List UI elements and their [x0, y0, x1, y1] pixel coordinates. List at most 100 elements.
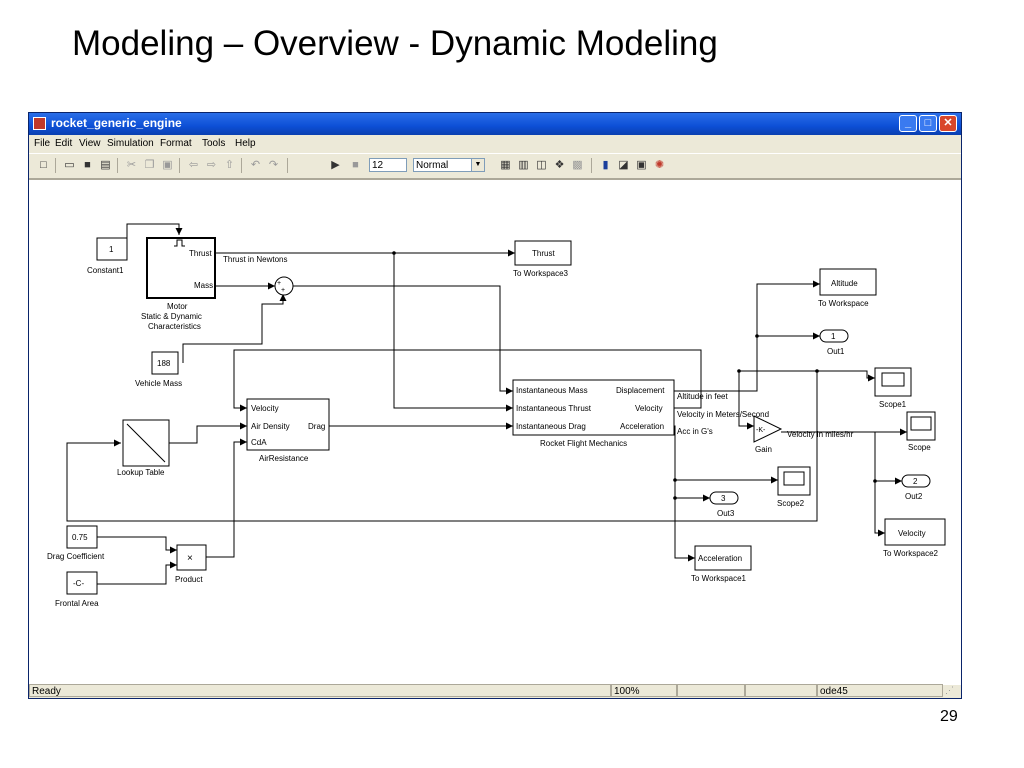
scope1-label: Scope1	[879, 400, 907, 409]
sum-block[interactable]	[274, 276, 294, 296]
menu-edit[interactable]: Edit	[55, 138, 73, 149]
update-diagram-icon[interactable]: ◫	[536, 159, 547, 171]
product-block[interactable]	[176, 544, 207, 571]
air-resistance-block[interactable]	[246, 398, 330, 451]
constant1-value: 1	[109, 245, 114, 254]
resize-grip-icon[interactable]: ⋰	[945, 685, 954, 695]
menu-format[interactable]: Format	[160, 138, 192, 149]
model-canvas[interactable]: 1 Constant1 Thrust Mass Motor Static & D…	[29, 179, 961, 685]
signal-lines	[66, 223, 907, 585]
signal-acceleration	[674, 425, 695, 562]
signal-thrust-to-rfm	[393, 253, 513, 412]
velocity-workspace-block[interactable]	[884, 518, 946, 546]
out3-port[interactable]	[709, 491, 739, 505]
acceleration-workspace-block[interactable]	[694, 545, 752, 571]
up-arrow-icon[interactable]: ⇧	[224, 159, 235, 171]
status-empty-1	[677, 684, 745, 697]
frontal-area-block[interactable]	[66, 571, 98, 595]
model-explorer-icon[interactable]: ❖	[554, 159, 565, 171]
maximize-button[interactable]: □	[919, 115, 937, 132]
scope-screen-icon	[783, 471, 805, 486]
stop-time-input[interactable]: 12	[369, 158, 407, 172]
library-browser-icon[interactable]: ▥	[518, 159, 529, 171]
velocity-ms-signal-label: Velocity in Meters/Second	[677, 410, 769, 419]
stop-simulation-icon[interactable]: ■	[352, 159, 359, 171]
chevron-down-icon[interactable]: ▼	[471, 159, 484, 171]
sum-plus-signs: +	[277, 280, 281, 287]
close-button[interactable]: ✕	[939, 115, 957, 132]
menu-help[interactable]: Help	[235, 138, 256, 149]
signal-dragcoeff-to-product	[97, 536, 177, 554]
subsystem-icon[interactable]: ▮	[602, 159, 609, 171]
lookup-table-label: Lookup Table	[117, 468, 165, 477]
rfm-mass-port: Instantaneous Mass	[516, 386, 588, 395]
cut-icon[interactable]: ✂	[126, 159, 137, 171]
rfm-drag-port: Instantaneous Drag	[516, 422, 586, 431]
minimize-button[interactable]: _	[899, 115, 917, 132]
scope-screen-icon	[910, 416, 932, 431]
air-resistance-label: AirResistance	[259, 454, 309, 463]
drag-coefficient-block[interactable]	[66, 525, 98, 549]
gain-block[interactable]	[753, 415, 783, 443]
motor-mass-port: Mass	[194, 281, 213, 290]
window-title: rocket_generic_engine	[51, 116, 182, 130]
scope-label: Scope	[908, 443, 931, 452]
gain-label: Gain	[755, 445, 772, 454]
simulink-app-icon	[33, 117, 46, 130]
simulink-window: rocket_generic_engine _ □ ✕ File Edit Vi…	[28, 112, 962, 699]
to-workspace3-block[interactable]	[514, 240, 572, 266]
menu-simulation[interactable]: Simulation	[107, 138, 154, 149]
print-icon[interactable]: ▤	[100, 159, 111, 171]
vehicle-mass-value: 188	[157, 359, 171, 368]
motor-block[interactable]	[146, 237, 216, 299]
menu-bar: File Edit View Simulation Format Tools H…	[29, 136, 961, 152]
start-simulation-icon[interactable]: ▶	[331, 159, 340, 171]
motor-label-line2: Static & Dynamic	[141, 312, 202, 321]
pulse-icon	[174, 239, 185, 247]
out2-port[interactable]	[901, 474, 931, 488]
save-icon[interactable]: ■	[84, 159, 91, 171]
debugger-icon[interactable]: ✺	[654, 159, 665, 171]
status-empty-2	[745, 684, 817, 697]
signal-altitude	[674, 280, 820, 392]
undo-icon[interactable]: ↶	[250, 159, 261, 171]
rocket-flight-mechanics-block[interactable]	[512, 379, 675, 436]
vehicle-mass-block[interactable]	[151, 351, 179, 375]
signal-area-to-product	[97, 561, 177, 585]
debug-icon[interactable]: ▩	[572, 159, 583, 171]
build-model-icon[interactable]: ▦	[500, 159, 511, 171]
toolbar-separator	[55, 158, 56, 173]
paste-icon[interactable]: ▣	[162, 159, 173, 171]
velocity-mph-signal-label: Velocity in miles/hr	[787, 430, 854, 439]
new-model-icon[interactable]: □	[40, 159, 47, 171]
scope-viewer-icon[interactable]: ▣	[636, 159, 647, 171]
menu-tools[interactable]: Tools	[202, 138, 226, 149]
window-titlebar[interactable]: rocket_generic_engine _ □ ✕	[29, 113, 961, 135]
redo-icon[interactable]: ↷	[268, 159, 279, 171]
open-folder-icon[interactable]: ▭	[64, 159, 75, 171]
thrust-signal-label: Thrust in Newtons	[223, 255, 287, 264]
air-velocity-port: Velocity	[251, 404, 279, 413]
zoom-icon[interactable]: ◪	[618, 159, 629, 171]
signal-sum-to-rfm	[293, 285, 513, 395]
altitude-workspace-block[interactable]	[819, 268, 877, 296]
multiply-icon: ×	[187, 553, 193, 564]
status-solver: ode45	[817, 684, 943, 697]
simulation-mode-select[interactable]: Normal ▼	[413, 158, 485, 172]
out3-label: Out3	[717, 509, 735, 518]
out1-port[interactable]	[819, 329, 849, 343]
simulation-mode-value: Normal	[416, 160, 449, 171]
to-workspace3-value: Thrust	[532, 249, 555, 258]
menu-view[interactable]: View	[79, 138, 101, 149]
menu-file[interactable]: File	[34, 138, 51, 149]
scope2-label: Scope2	[777, 499, 805, 508]
back-arrow-icon[interactable]: ⇦	[188, 159, 199, 171]
to-workspace3-label: To Workspace3	[513, 269, 569, 278]
signal-to-velocity-ws	[874, 481, 885, 537]
motor-thrust-port: Thrust	[189, 249, 212, 258]
velocity-workspace-value: Velocity	[898, 529, 926, 538]
constant1-block[interactable]	[96, 237, 128, 261]
forward-arrow-icon[interactable]: ⇨	[206, 159, 217, 171]
copy-icon[interactable]: ❐	[144, 159, 155, 171]
altitude-workspace-label: To Workspace	[818, 299, 869, 308]
